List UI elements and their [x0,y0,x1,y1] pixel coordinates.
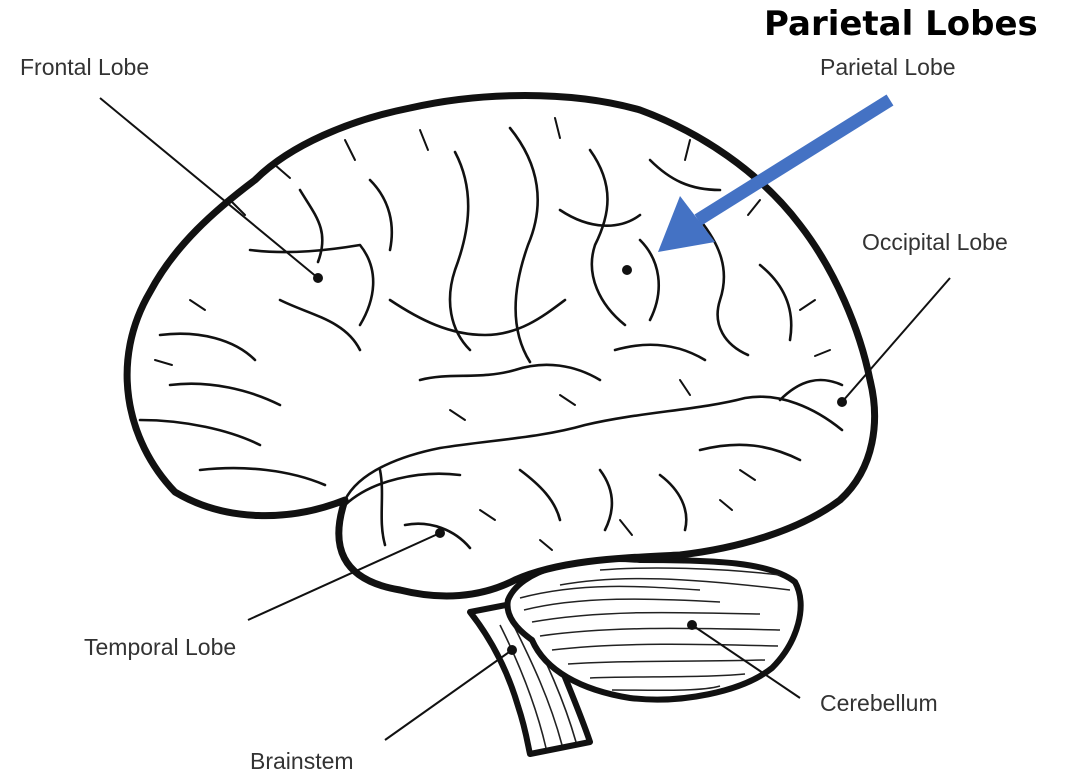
label-cerebellum: Cerebellum [820,690,938,717]
cerebrum-outline [127,96,874,596]
label-occipital-lobe: Occipital Lobe [862,229,1008,256]
frontal-dot [313,273,323,283]
label-parietal-lobe: Parietal Lobe [820,54,956,81]
page-title: Parietal Lobes [764,4,1038,44]
brainstem-leader-line [385,650,512,740]
label-temporal-lobe: Temporal Lobe [84,634,236,661]
label-brainstem: Brainstem [250,748,354,775]
cerebellum-dot [687,620,697,630]
temporal-dot [435,528,445,538]
occipital-dot [837,397,847,407]
parietal-dot [622,265,632,275]
label-frontal-lobe: Frontal Lobe [20,54,149,81]
brainstem-dot [507,645,517,655]
